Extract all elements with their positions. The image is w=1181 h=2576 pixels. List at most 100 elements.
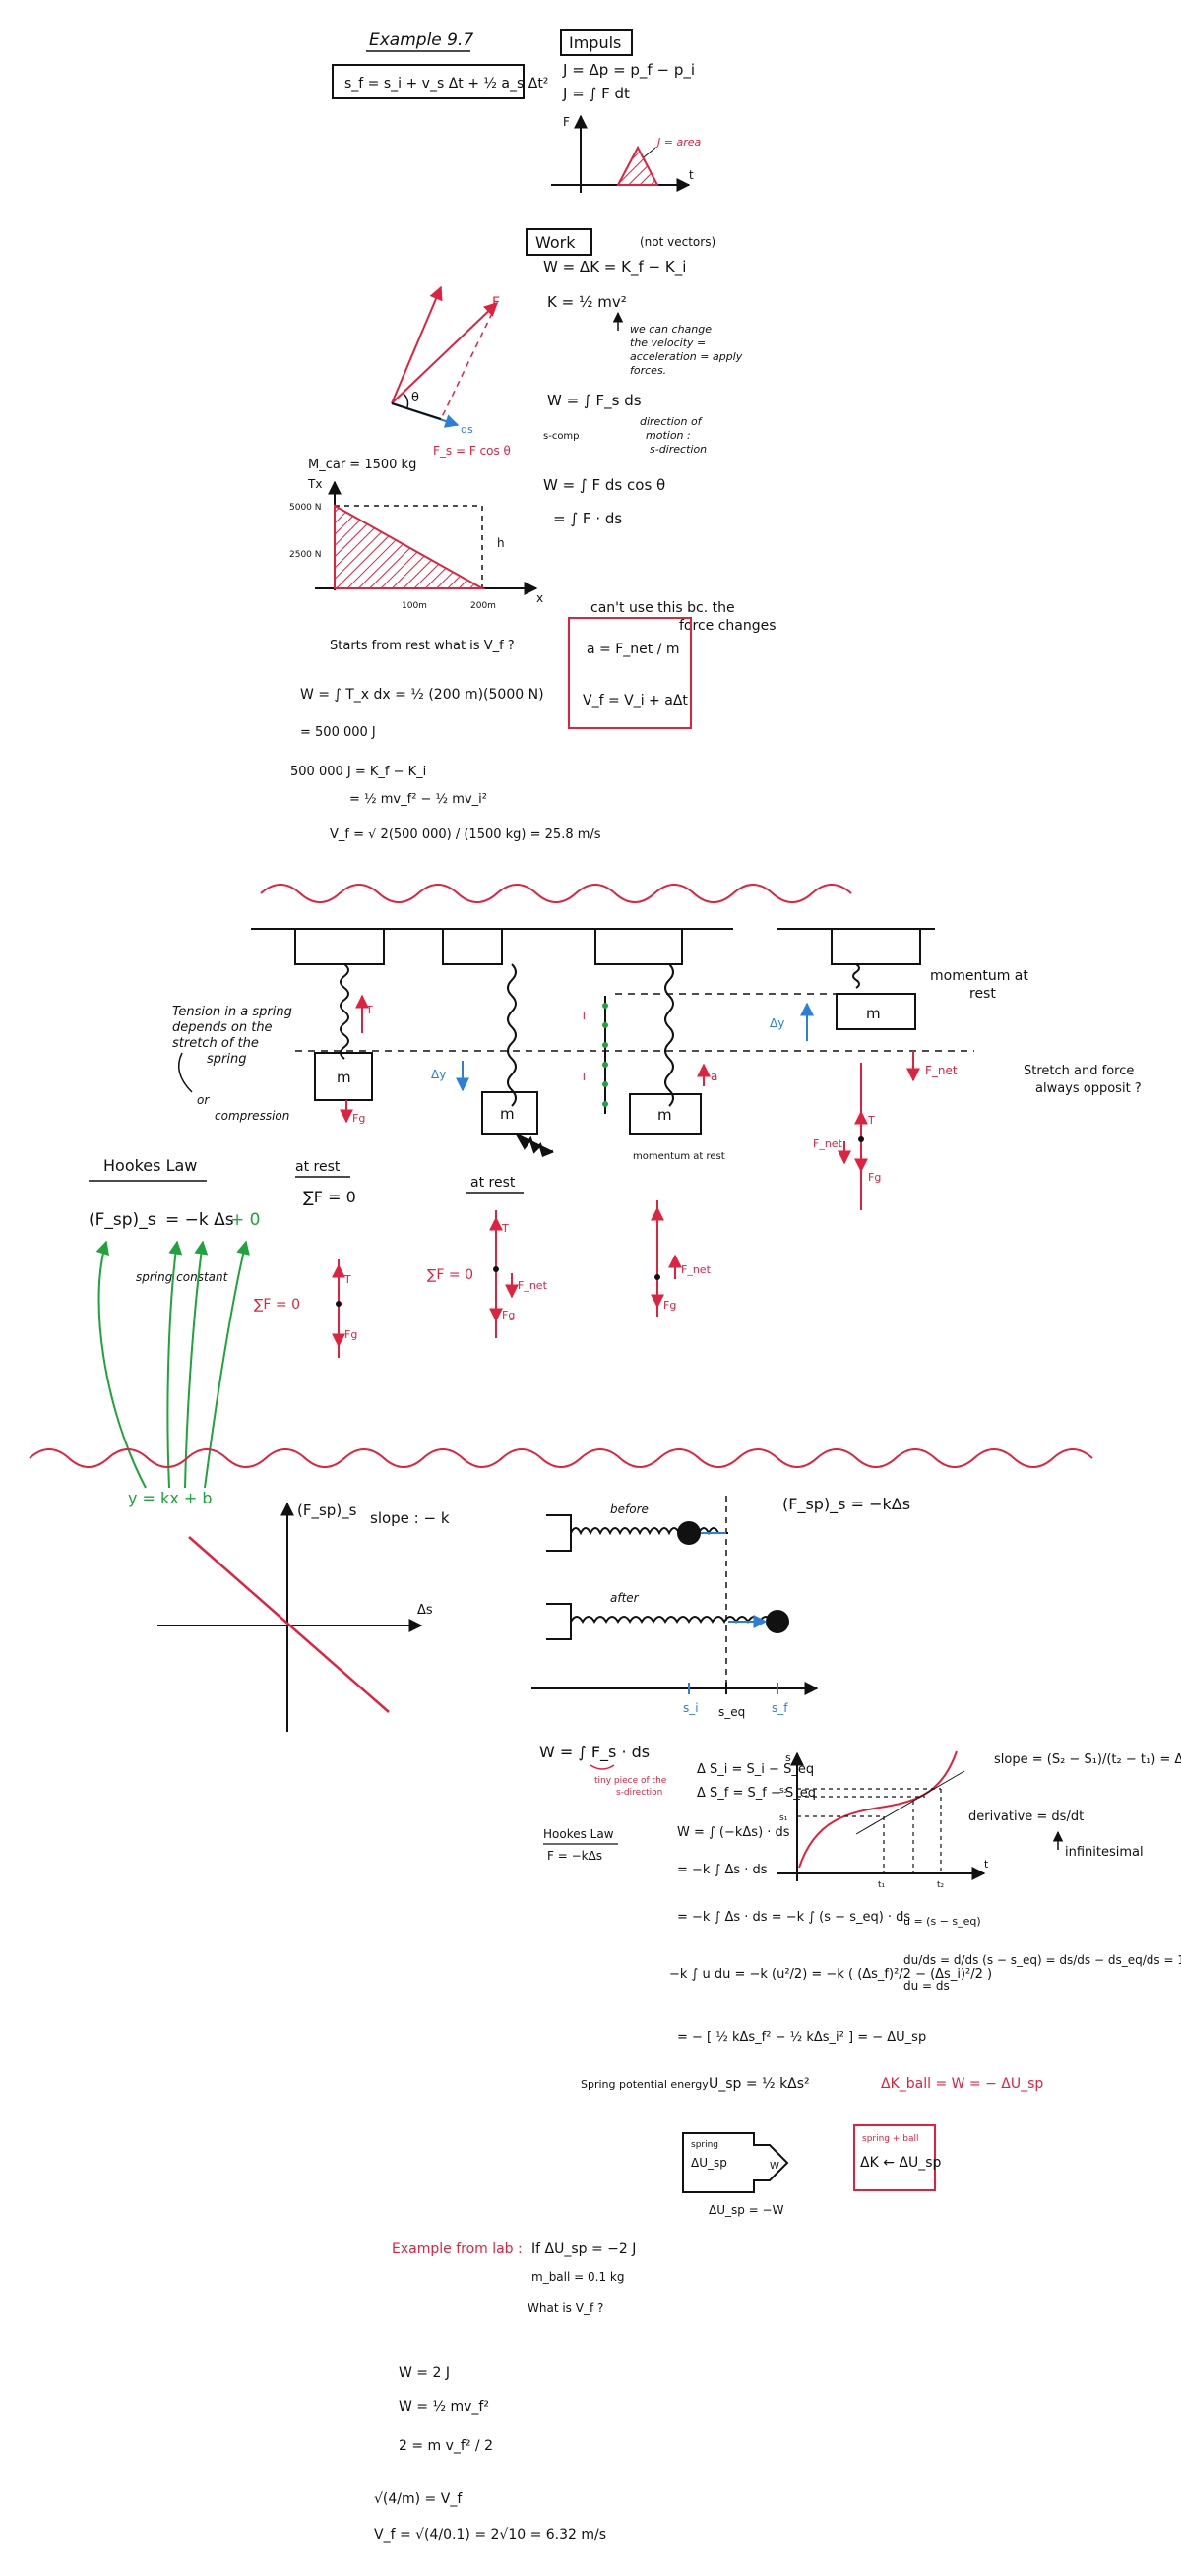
mass-3-label: m	[657, 1106, 672, 1124]
hookes-law-section: Hookes Law (F_sp)_s = −k Δs + 0 spring c…	[89, 1156, 712, 1507]
spe-label: Spring potential energy	[581, 2078, 709, 2091]
linear-eq: y = kx + b	[128, 1489, 213, 1507]
deriv-d5: = −k ∫ Δs · ds = −k ∫ (s − s_eq) · ds	[677, 1910, 910, 1925]
impulse-axis-f: F	[563, 115, 570, 129]
energy-spring-label: spring	[691, 2140, 718, 2150]
spring-law: (F_sp)_s = −kΔs	[782, 1495, 910, 1514]
deriv-hl2: F = −kΔs	[547, 1849, 602, 1863]
car-work-val: = 500 000 J	[300, 725, 376, 740]
graph-y-label: (F_sp)_s	[297, 1502, 357, 1520]
impulse-area-note: J = area	[655, 136, 701, 149]
tension-4: T	[867, 1114, 875, 1127]
deriv-d4: = −k ∫ Δs · ds	[677, 1863, 768, 1877]
graph-x-label: Δs	[417, 1603, 433, 1618]
height-label: h	[497, 536, 505, 550]
energy-diagram: spring ΔU_sp W ΔU_sp = −W spring + ball …	[682, 2124, 942, 2217]
hand-icon	[515, 1133, 554, 1158]
hookes-fg-1: Fg	[344, 1328, 357, 1341]
fs-label: F_s = F cos θ	[433, 444, 511, 458]
stretch-note-1: Stretch and force	[1024, 1064, 1134, 1078]
deriv-d2: Δ S_f = S_f − S_eq	[697, 1786, 816, 1801]
energy-box-eq: ΔK ← ΔU_sp	[860, 2155, 942, 2171]
sum-force-left: ∑F = 0	[254, 1297, 300, 1313]
accel-3: a	[711, 1070, 717, 1083]
cant-use-1: can't use this bc. the	[590, 600, 735, 616]
impulse-section: Impuls J = Δp = p_f − p_i J = ∫ F dt F t…	[551, 29, 701, 193]
car-ke1: 500 000 J = K_f − K_i	[290, 765, 426, 779]
impulse-axis-t: t	[689, 168, 694, 182]
deriv-d3: W = ∫ (−kΔs) · ds	[677, 1825, 790, 1840]
fg-1: Fg	[352, 1112, 365, 1125]
x-tick-100: 100m	[402, 601, 427, 611]
tension-note-3: stretch of the	[172, 1036, 259, 1051]
deriv-d6: −k ∫ u du = −k (u²/2) = −k ( (Δs_f)²/2 −…	[669, 1967, 992, 1982]
work-note3: acceleration = apply	[630, 350, 743, 363]
work-area	[334, 504, 486, 589]
box-velocity: V_f = V_i + aΔt	[583, 693, 688, 708]
fnet-label: F_net	[925, 1064, 958, 1077]
deriv-d1: Δ S_i = S_i − S_eq	[697, 1762, 814, 1777]
spring-ball-diagram: before after s_i s_eq s_f (F_sp)_s = −kΔ…	[531, 1495, 910, 1719]
energy-w: W	[770, 2161, 779, 2172]
tension-1: T	[365, 1004, 373, 1016]
hookes-plus-zero: + 0	[230, 1210, 260, 1230]
deriv-du1: du/ds = d/ds (s − s_eq) = ds/ds − ds_eq/…	[903, 1953, 1181, 1967]
sum-force-1: ∑F = 0	[303, 1188, 356, 1206]
work-dir2: motion :	[646, 429, 691, 442]
hookes-graph: (F_sp)_s slope : − k Δs	[157, 1502, 450, 1732]
work-scomp: s-comp	[543, 431, 580, 442]
impulse-title: Impuls	[569, 33, 621, 52]
kinematic-formula: s_f = s_i + v_s Δt + ½ a_s Δt²	[344, 76, 548, 92]
work-eq1: W = ΔK = K_f − K_i	[543, 258, 686, 276]
deriv-d7: = − [ ½ kΔs_f² − ½ kΔs_i² ] = − ΔU_sp	[677, 2030, 926, 2045]
tiny-piece-2: s-direction	[616, 1788, 662, 1798]
before-label: before	[610, 1503, 649, 1516]
fg-4: Fg	[868, 1171, 881, 1184]
x-tick-200: 200m	[470, 601, 496, 611]
lab-question: What is V_f ?	[528, 2301, 603, 2315]
hookes-fg-3: Fg	[663, 1299, 676, 1312]
or-label: or	[197, 1093, 210, 1107]
work-note2: the velocity =	[630, 337, 706, 349]
box-accel: a = F_net / m	[587, 642, 680, 657]
seq-label: s_eq	[718, 1705, 745, 1719]
example-title: Example 9.7	[369, 31, 473, 50]
hookes-title: Hookes Law	[103, 1156, 197, 1175]
car-question: Starts from rest what is V_f ?	[330, 639, 515, 653]
deriv-w: W = ∫ F_s · ds	[539, 1743, 650, 1762]
formula-box	[332, 64, 525, 99]
sf-label: s_f	[772, 1701, 788, 1715]
tension-note-4: spring	[207, 1052, 246, 1067]
infinitesimal-label: infinitesimal	[1065, 1845, 1144, 1860]
ball-after	[766, 1610, 789, 1633]
after-label: after	[610, 1591, 640, 1605]
impulse-eq2: J = ∫ F dt	[562, 85, 630, 102]
no-kinematics-box	[568, 617, 692, 729]
derivative-label: derivative = ds/dt	[968, 1809, 1084, 1824]
dy-4: Δy	[770, 1016, 784, 1030]
work-dir3: s-direction	[650, 443, 707, 456]
momentum-rest-bottom: momentum at rest	[633, 1151, 725, 1162]
y-tick-5000: 5000 N	[289, 503, 322, 513]
derivation-section: W = ∫ F_s · ds tiny piece of the s-direc…	[539, 1743, 1181, 2092]
work-title: Work	[535, 233, 576, 252]
hookes-lhs: (F_sp)_s	[89, 1210, 156, 1230]
work-eq3: W = ∫ F_s ds	[547, 392, 642, 410]
tension-3a: T	[580, 1010, 588, 1022]
lab-step-5: V_f = √(4/0.1) = 2√10 = 6.32 m/s	[374, 2527, 606, 2543]
t1-label: t₁	[878, 1880, 886, 1890]
ds-label: ds	[461, 423, 473, 436]
hookes-rhs: = −k Δs	[165, 1210, 234, 1230]
compression-label: compression	[215, 1109, 289, 1123]
car-vf: V_f = √ 2(500 000) / (1500 kg) = 25.8 m/…	[330, 828, 601, 842]
work-note: (not vectors)	[640, 235, 715, 249]
work-eq5: = ∫ F · ds	[553, 510, 622, 527]
lab-given-1: If ΔU_sp = −2 J	[531, 2241, 636, 2257]
hookes-fnet-2: F_net	[518, 1279, 548, 1292]
deriv-hl: Hookes Law	[543, 1827, 614, 1841]
energy-du-eq: ΔU_sp = −W	[709, 2203, 784, 2217]
lab-given-2: m_ball = 0.1 kg	[531, 2270, 624, 2284]
slope-graph: s t s₂ s₁ t₁ t₂ slope = (S₂ − S₁)/(t₂ − …	[777, 1750, 1181, 1890]
hookes-fnet-3: F_net	[681, 1263, 712, 1276]
